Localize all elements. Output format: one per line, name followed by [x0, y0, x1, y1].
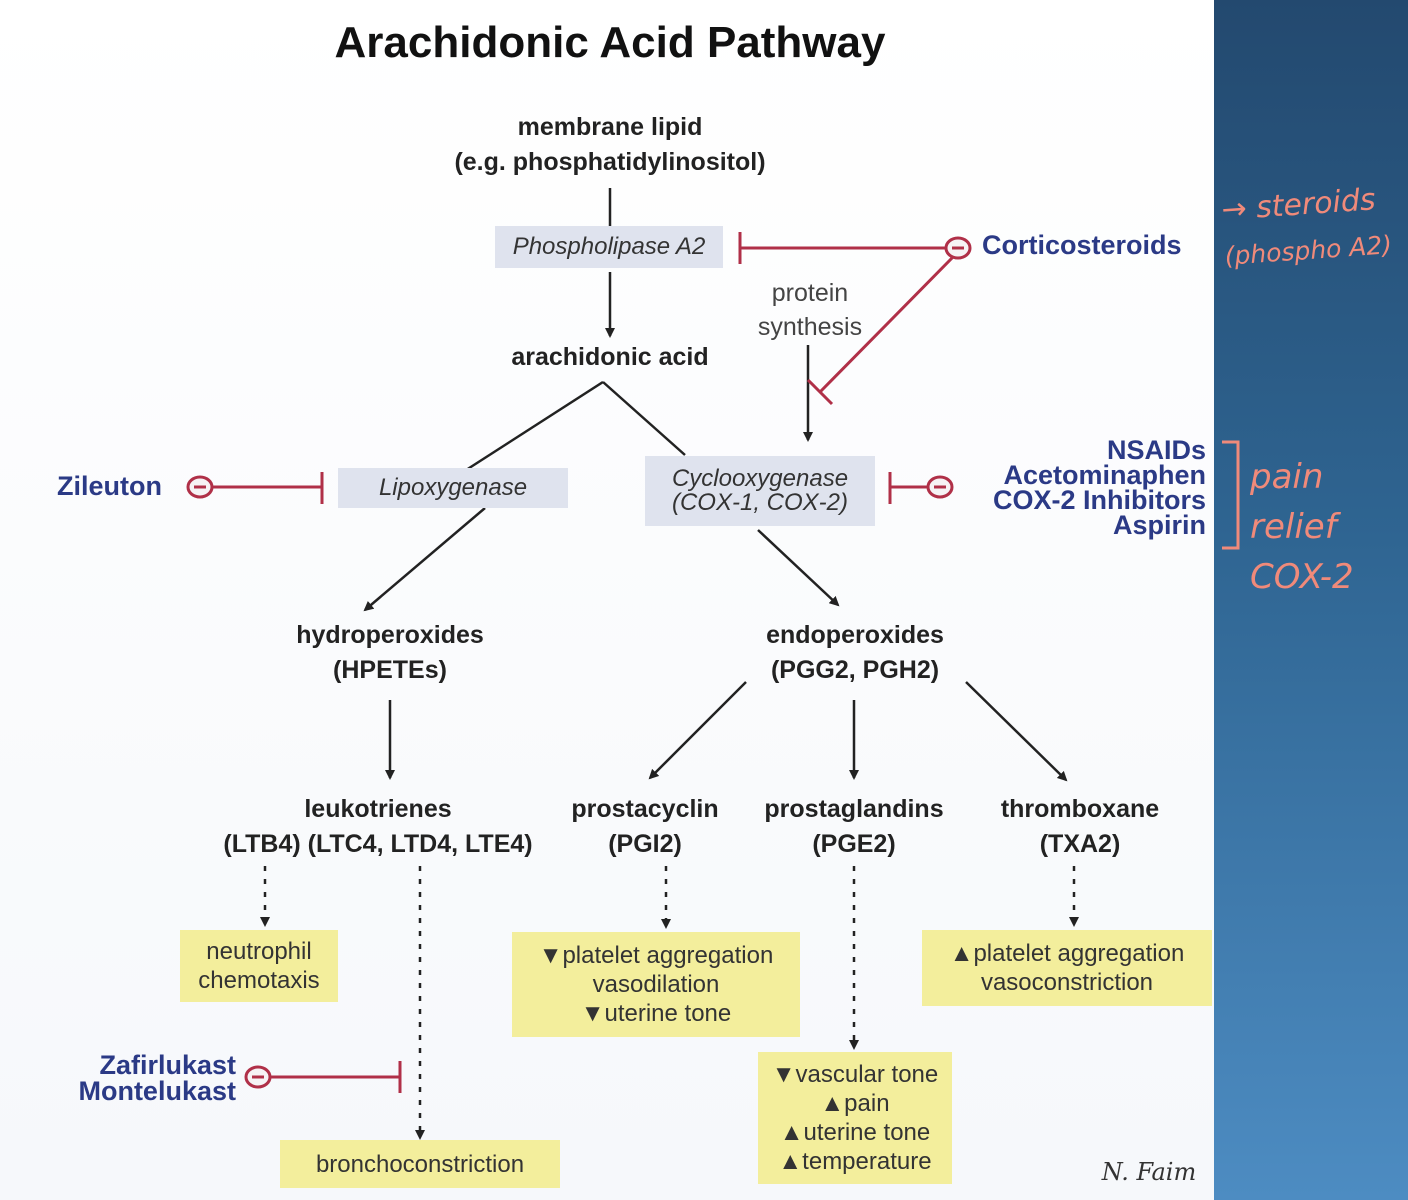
drug-zileuton: Zileuton	[57, 471, 162, 501]
signature: N. Faim	[1101, 1158, 1197, 1186]
arrow-cox-to-endo	[757, 529, 840, 607]
arrow-endo-to-pgi2	[648, 681, 747, 780]
effect-neutrophil-chemotaxis: neutrophil chemotaxis	[180, 930, 338, 1002]
node-prostaglandins: prostaglandins (PGE2)	[764, 795, 944, 858]
node-arachidonic-acid: arachidonic acid	[511, 343, 709, 371]
arrow-lox-to-hpete	[363, 507, 486, 612]
drug-corticosteroids: Corticosteroids	[982, 230, 1182, 260]
node-prostacyclin: prostacyclin (PGI2)	[571, 795, 719, 858]
arrow-aa-to-lox	[462, 380, 604, 474]
enzyme-phospholipase-a2: Phospholipase A2	[495, 226, 723, 268]
inhibit-steroid-protein	[818, 253, 957, 394]
drug-leukotriene-antagonists: Zafirlukast Montelukast	[78, 1050, 236, 1106]
pain-relief-bracket	[1222, 440, 1240, 550]
node-hydroperoxides: hydroperoxides (HPETEs)	[296, 621, 484, 684]
effect-prostacyclin: ▼platelet aggregation vasodilation ▼uter…	[512, 932, 800, 1037]
annotation-steroids: → steroids (phospho A2)	[1220, 182, 1393, 271]
page-title: Arachidonic Acid Pathway	[334, 18, 886, 67]
node-endoperoxides: endoperoxides (PGG2, PGH2)	[766, 621, 944, 684]
effect-prostaglandins: ▼vascular tone ▲pain ▲uterine tone ▲temp…	[758, 1052, 952, 1184]
node-leukotrienes: leukotrienes (LTB4) (LTC4, LTD4, LTE4)	[223, 795, 533, 858]
enzyme-lipoxygenase: Lipoxygenase	[338, 468, 568, 508]
label-protein-synthesis: protein synthesis	[757, 279, 863, 341]
effect-thromboxane: ▲platelet aggregation vasoconstriction	[922, 930, 1212, 1006]
node-thromboxane: thromboxane (TXA2)	[1000, 795, 1160, 858]
node-membrane-lipid: membrane lipid (e.g. phosphatidylinosito…	[454, 113, 766, 176]
side-panel	[1214, 0, 1408, 1200]
effect-bronchoconstriction: bronchoconstriction	[280, 1140, 560, 1188]
arrow-endo-to-txa2	[965, 681, 1068, 782]
enzyme-cyclooxygenase: Cyclooxygenase (COX-1, COX-2)	[645, 456, 875, 526]
annotation-pain-relief: pain relief COX-2	[1250, 457, 1354, 597]
drug-cox-inhibitors: NSAIDs Acetominaphen COX-2 Inhibitors As…	[992, 435, 1206, 540]
arrow-aa-to-cox	[602, 381, 686, 456]
